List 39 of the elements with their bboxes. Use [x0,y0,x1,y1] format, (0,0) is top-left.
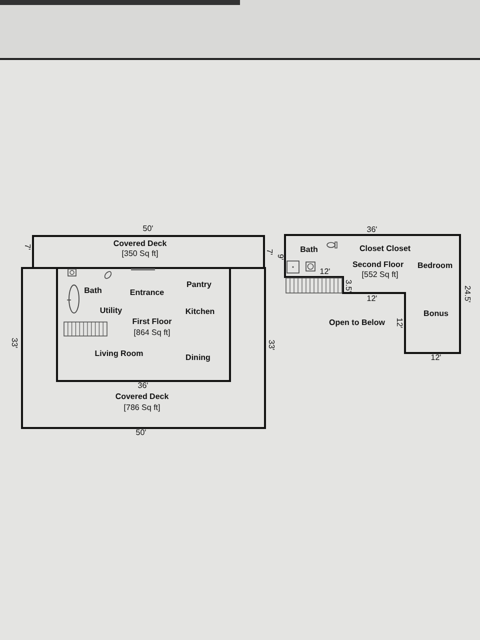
dimension-label: 33' [10,338,18,348]
room-label: Closet Closet [359,245,411,253]
deck-area [22,268,265,428]
room-label: Living Room [94,350,144,358]
dimension-label: 36' [366,226,378,234]
dimension-label: 7' [265,249,273,255]
dimension-label: 3.5' [344,280,352,292]
dimension-label: 50' [136,429,146,437]
room-label: Entrance [130,289,164,297]
room-label: Bath [84,287,102,295]
dimension-label: 9' [276,254,284,260]
floor-plan-room [57,268,230,381]
room-label: Bonus [424,310,448,318]
dimension-label: 12' [366,295,378,303]
room-label: Pantry [186,281,212,289]
dimension-label: 50' [142,225,154,233]
area-size: [350 Sq ft] [122,250,158,258]
room-label: Kitchen [185,308,215,316]
area-name: Second Floor [352,261,404,269]
dimension-label: 36' [138,382,148,390]
dimension-label: 33' [267,340,275,350]
area-name: Covered Deck [113,240,167,248]
dimension-label: 12' [320,268,330,276]
dimension-label: 12' [430,354,442,362]
floor-plan-outline [285,235,460,353]
dimension-label: 12' [395,318,403,328]
room-label: Utility [100,307,122,315]
deck-area [33,236,264,268]
area-size: [786 Sq ft] [124,404,160,412]
area-size: [864 Sq ft] [134,329,170,337]
area-name: First Floor [132,318,172,326]
room-label: Bath [300,246,318,254]
room-label: Open to Below [329,319,385,327]
area-size: [552 Sq ft] [362,271,398,279]
dimension-label: 7' [23,244,31,250]
room-label: Bedroom [417,262,453,270]
dimension-label: 24.5' [463,285,471,303]
area-name: Covered Deck [115,393,169,401]
room-label: Dining [186,354,210,362]
